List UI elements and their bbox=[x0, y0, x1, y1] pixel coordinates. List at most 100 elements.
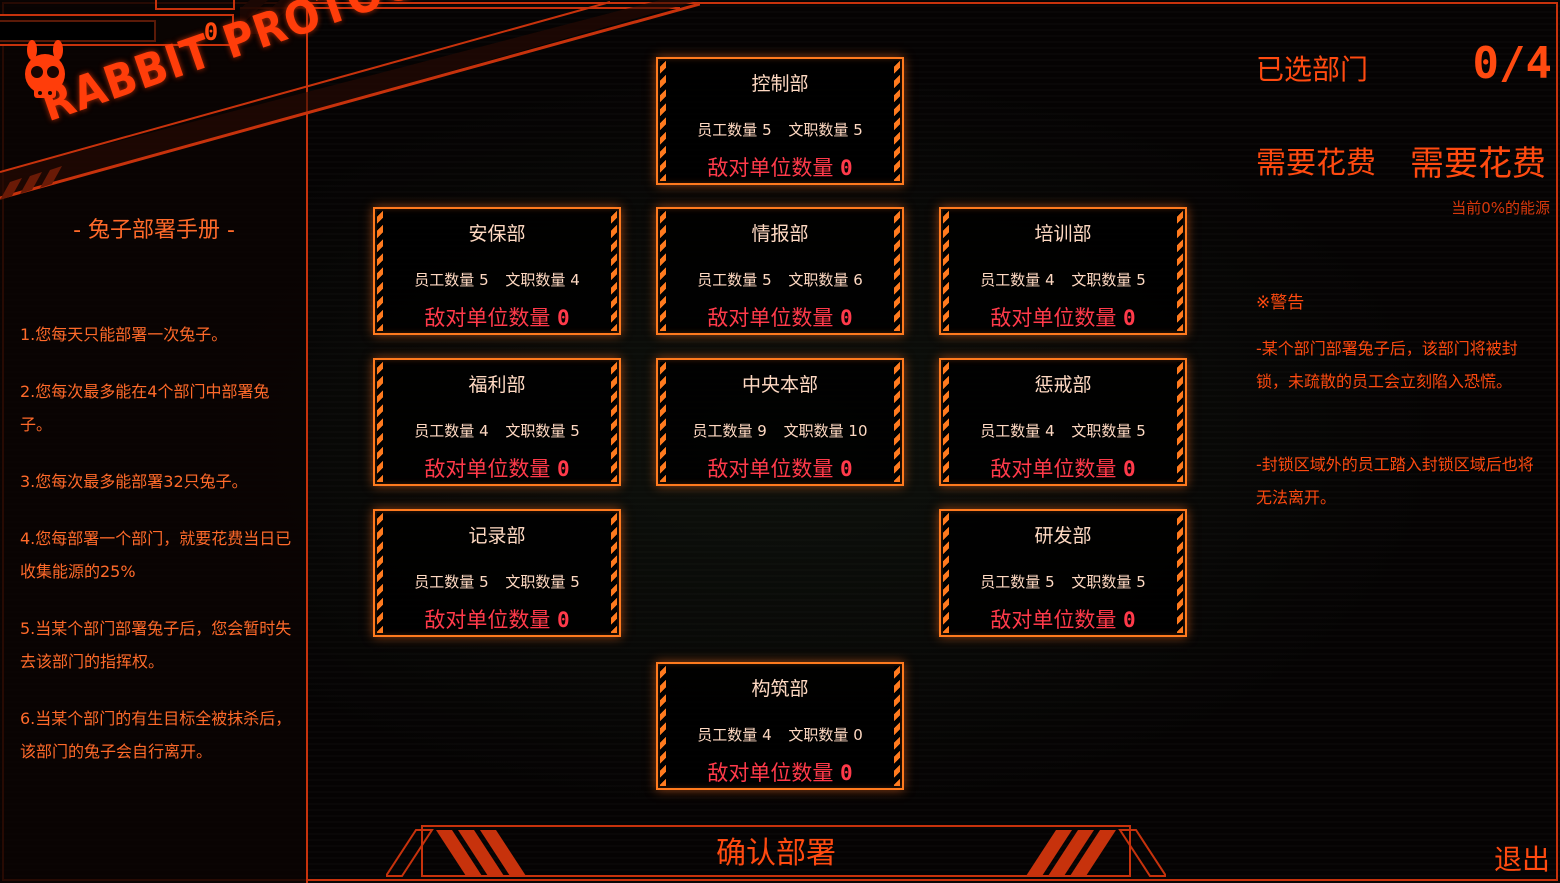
clerk-count: 10 bbox=[848, 422, 868, 440]
dept-card-architecture[interactable]: 构筑部 员工数量 4 文职数量 0 敌对单位数量 0 bbox=[656, 662, 904, 790]
dept-card-extraction[interactable]: 研发部 员工数量 5 文职数量 5 敌对单位数量 0 bbox=[939, 509, 1187, 637]
hostile-count: 敌对单位数量 0 bbox=[375, 604, 619, 634]
hostile-count: 敌对单位数量 0 bbox=[375, 302, 619, 332]
hostile-value: 0 bbox=[557, 457, 570, 481]
clerk-count: 6 bbox=[853, 271, 863, 289]
manual-item: 4.您每部署一个部门，就要花费当日已收集能源的25% bbox=[20, 529, 292, 581]
manual-list: 1.您每天只能部署一次兔子。 2.您每次最多能在4个部门中部署兔子。 3.您每次… bbox=[20, 318, 300, 792]
manual-item: 5.当某个部门部署兔子后，您会暂时失去该部门的指挥权。 bbox=[20, 619, 292, 671]
dept-card-record[interactable]: 记录部 员工数量 5 文职数量 5 敌对单位数量 0 bbox=[373, 509, 621, 637]
staff-label: 员工数量 bbox=[414, 422, 475, 440]
clerk-count: 5 bbox=[1136, 422, 1146, 440]
cost-value: 需要花费 bbox=[1410, 144, 1546, 184]
dept-stats: 员工数量 9 文职数量 10 bbox=[658, 420, 902, 441]
score-value: 0 bbox=[203, 18, 219, 46]
staff-count: 5 bbox=[1045, 573, 1055, 591]
dept-card-welfare[interactable]: 福利部 员工数量 4 文职数量 5 敌对单位数量 0 bbox=[373, 358, 621, 486]
hostile-label: 敌对单位数量 bbox=[424, 457, 551, 481]
dept-card-discipline[interactable]: 惩戒部 员工数量 4 文职数量 5 敌对单位数量 0 bbox=[939, 358, 1187, 486]
dept-name: 惩戒部 bbox=[1034, 374, 1092, 396]
confirm-deploy-area: 确认部署 bbox=[386, 824, 1166, 880]
clerk-count: 0 bbox=[853, 726, 863, 744]
confirm-button-frame bbox=[386, 825, 1166, 877]
staff-label: 员工数量 bbox=[980, 271, 1041, 289]
hostile-value: 0 bbox=[557, 608, 570, 632]
hostile-label: 敌对单位数量 bbox=[424, 608, 551, 632]
clerk-count: 4 bbox=[570, 271, 580, 289]
staff-label: 员工数量 bbox=[414, 271, 475, 289]
staff-label: 员工数量 bbox=[692, 422, 753, 440]
staff-count: 9 bbox=[757, 422, 767, 440]
hostile-label: 敌对单位数量 bbox=[707, 761, 834, 785]
dept-card-information[interactable]: 情报部 员工数量 5 文职数量 6 敌对单位数量 0 bbox=[656, 207, 904, 335]
hostile-count: 敌对单位数量 0 bbox=[658, 152, 902, 182]
clerk-label: 文职数量 bbox=[505, 573, 566, 591]
hostile-count: 敌对单位数量 0 bbox=[658, 453, 902, 483]
dept-stats: 员工数量 5 文职数量 5 bbox=[941, 571, 1185, 592]
dept-name: 中央本部 bbox=[741, 374, 818, 396]
dept-card-central[interactable]: 中央本部 员工数量 9 文职数量 10 敌对单位数量 0 bbox=[656, 358, 904, 486]
clerk-label: 文职数量 bbox=[783, 422, 844, 440]
clerk-label: 文职数量 bbox=[788, 726, 849, 744]
dept-stats: 员工数量 4 文职数量 5 bbox=[941, 269, 1185, 290]
dept-name: 记录部 bbox=[468, 525, 526, 547]
dept-name: 控制部 bbox=[751, 73, 809, 95]
staff-count: 4 bbox=[1045, 271, 1055, 289]
dept-name: 安保部 bbox=[468, 223, 526, 245]
hostile-value: 0 bbox=[1123, 608, 1136, 632]
staff-label: 员工数量 bbox=[697, 271, 758, 289]
staff-label: 员工数量 bbox=[697, 726, 758, 744]
staff-count: 4 bbox=[479, 422, 489, 440]
dept-card-security[interactable]: 安保部 员工数量 5 文职数量 4 敌对单位数量 0 bbox=[373, 207, 621, 335]
staff-count: 4 bbox=[1045, 422, 1055, 440]
staff-label: 员工数量 bbox=[980, 422, 1041, 440]
dept-card-control[interactable]: 控制部 员工数量 5 文职数量 5 敌对单位数量 0 bbox=[656, 57, 904, 185]
dept-name: 研发部 bbox=[1034, 525, 1092, 547]
manual-item: 1.您每天只能部署一次兔子。 bbox=[20, 325, 228, 344]
clerk-label: 文职数量 bbox=[1071, 573, 1132, 591]
selected-departments-label: 已选部门 bbox=[1256, 53, 1369, 86]
hostile-count: 敌对单位数量 0 bbox=[658, 757, 902, 787]
confirm-deploy-button[interactable]: 确认部署 bbox=[536, 830, 1016, 878]
hostile-count: 敌对单位数量 0 bbox=[941, 453, 1185, 483]
clerk-count: 5 bbox=[570, 573, 580, 591]
hostile-label: 敌对单位数量 bbox=[424, 306, 551, 330]
manual-title: - 兔子部署手册 - bbox=[73, 218, 235, 243]
selected-departments-count: 0/4 bbox=[1472, 38, 1552, 89]
hostile-value: 0 bbox=[557, 306, 570, 330]
clerk-label: 文职数量 bbox=[505, 422, 566, 440]
clerk-label: 文职数量 bbox=[505, 271, 566, 289]
hostile-value: 0 bbox=[1123, 457, 1136, 481]
dept-stats: 员工数量 5 文职数量 6 bbox=[658, 269, 902, 290]
clerk-count: 5 bbox=[1136, 271, 1146, 289]
hostile-value: 0 bbox=[840, 457, 853, 481]
hostile-count: 敌对单位数量 0 bbox=[375, 453, 619, 483]
clerk-label: 文职数量 bbox=[1071, 422, 1132, 440]
manual-item: 2.您每次最多能在4个部门中部署兔子。 bbox=[20, 382, 270, 434]
staff-count: 5 bbox=[762, 121, 772, 139]
dept-stats: 员工数量 5 文职数量 5 bbox=[375, 571, 619, 592]
warning-title: ※警告 bbox=[1256, 293, 1305, 313]
exit-button[interactable]: 退出 bbox=[1490, 838, 1554, 878]
logo-banner bbox=[0, 0, 700, 200]
hostile-count: 敌对单位数量 0 bbox=[941, 604, 1185, 634]
clerk-count: 5 bbox=[570, 422, 580, 440]
hostile-value: 0 bbox=[1123, 306, 1136, 330]
staff-count: 5 bbox=[762, 271, 772, 289]
staff-count: 5 bbox=[479, 271, 489, 289]
hostile-count: 敌对单位数量 0 bbox=[658, 302, 902, 332]
dept-card-training[interactable]: 培训部 员工数量 4 文职数量 5 敌对单位数量 0 bbox=[939, 207, 1187, 335]
clerk-label: 文职数量 bbox=[788, 271, 849, 289]
score-bar bbox=[0, 20, 156, 42]
dept-name: 情报部 bbox=[751, 223, 809, 245]
staff-count: 4 bbox=[762, 726, 772, 744]
manual-item: 3.您每次最多能部署32只兔子。 bbox=[20, 472, 248, 491]
manual-item: 6.当某个部门的有生目标全被抹杀后，该部门的兔子会自行离开。 bbox=[20, 709, 292, 761]
warning-text: -某个部门部署兔子后，该部门将被封锁，未疏散的员工会立刻陷入恐慌。 bbox=[1256, 339, 1518, 391]
dept-stats: 员工数量 5 文职数量 4 bbox=[375, 269, 619, 290]
hostile-label: 敌对单位数量 bbox=[990, 608, 1117, 632]
clerk-count: 5 bbox=[1136, 573, 1146, 591]
energy-note: 当前0%的能源 bbox=[1451, 199, 1550, 217]
clerk-label: 文职数量 bbox=[1071, 271, 1132, 289]
staff-label: 员工数量 bbox=[697, 121, 758, 139]
